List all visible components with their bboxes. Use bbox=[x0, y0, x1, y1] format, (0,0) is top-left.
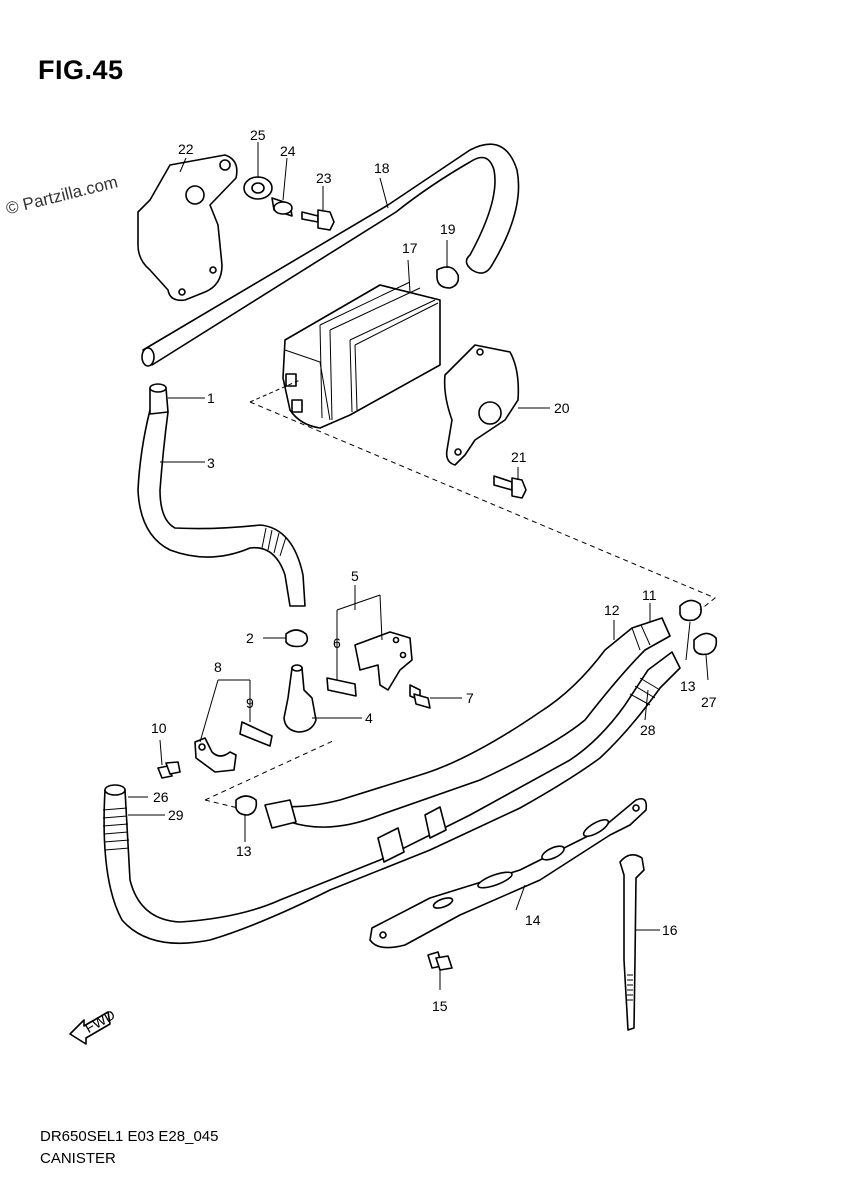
canister-17[interactable] bbox=[282, 281, 441, 429]
hose-11[interactable] bbox=[103, 651, 681, 945]
callout-1: 1 bbox=[207, 390, 215, 406]
callout-21: 21 bbox=[511, 449, 527, 465]
collar-24[interactable] bbox=[271, 197, 293, 217]
callout-8: 8 bbox=[214, 659, 222, 675]
callout-27: 27 bbox=[701, 694, 717, 710]
callout-11: 11 bbox=[642, 587, 657, 603]
callout-numbers: 1 2 3 4 5 6 7 8 9 10 11 12 13 13 14 15 1… bbox=[151, 127, 717, 1014]
bracket-20[interactable] bbox=[443, 344, 520, 466]
callout-5: 5 bbox=[351, 568, 359, 584]
callout-19: 19 bbox=[440, 221, 456, 237]
forward-arrow-icon: FWD bbox=[69, 1006, 118, 1045]
cushion-9[interactable] bbox=[239, 721, 273, 747]
bolt-7[interactable] bbox=[409, 684, 431, 709]
fitting-1[interactable] bbox=[149, 383, 169, 415]
callout-13-left: 13 bbox=[236, 843, 252, 859]
clamp-13-lower[interactable] bbox=[235, 795, 258, 816]
bolt-15[interactable] bbox=[427, 951, 453, 971]
leader-lines bbox=[128, 142, 716, 990]
callout-14: 14 bbox=[525, 912, 541, 928]
callout-10: 10 bbox=[151, 720, 167, 736]
callout-29: 29 bbox=[168, 807, 184, 823]
callout-24: 24 bbox=[280, 143, 296, 159]
grommet-25[interactable] bbox=[243, 176, 273, 200]
diagram-caption: CANISTER bbox=[40, 1150, 116, 1167]
callout-16: 16 bbox=[662, 922, 678, 938]
callout-26: 26 bbox=[153, 789, 169, 805]
clamp-27[interactable] bbox=[693, 632, 718, 656]
callout-4: 4 bbox=[365, 710, 373, 726]
bracket-5[interactable] bbox=[354, 631, 413, 691]
cushion-6[interactable] bbox=[326, 677, 357, 697]
bolt-23[interactable] bbox=[301, 209, 335, 231]
callout-9: 9 bbox=[246, 695, 254, 711]
clamp-2[interactable] bbox=[285, 629, 309, 648]
bolt-21[interactable] bbox=[493, 475, 527, 499]
callout-23: 23 bbox=[316, 170, 332, 186]
protector-29[interactable] bbox=[102, 807, 130, 851]
callout-7: 7 bbox=[466, 690, 474, 706]
valve-4[interactable] bbox=[283, 664, 317, 733]
hose-12[interactable] bbox=[269, 617, 671, 828]
callout-20: 20 bbox=[554, 400, 570, 416]
bracket-22[interactable] bbox=[137, 154, 238, 302]
callout-3: 3 bbox=[207, 455, 215, 471]
callout-18: 18 bbox=[374, 160, 390, 176]
callout-2: 2 bbox=[246, 630, 254, 646]
hose-18[interactable] bbox=[141, 143, 520, 367]
clamp-assembly-8[interactable] bbox=[194, 737, 237, 773]
callout-13-right: 13 bbox=[680, 678, 696, 694]
figure-title: FIG.45 bbox=[38, 55, 124, 85]
callout-12: 12 bbox=[604, 602, 620, 618]
sleeve-joint[interactable] bbox=[264, 799, 447, 863]
bracket-14[interactable] bbox=[369, 797, 648, 949]
bolt-10[interactable] bbox=[157, 761, 181, 779]
callout-6: 6 bbox=[333, 635, 341, 651]
callout-17: 17 bbox=[402, 240, 418, 256]
hose-3[interactable] bbox=[137, 409, 306, 607]
callout-22: 22 bbox=[178, 141, 194, 157]
callout-25: 25 bbox=[250, 127, 266, 143]
callout-28: 28 bbox=[640, 722, 656, 738]
diagram-code: DR650SEL1 E03 E28_045 bbox=[40, 1128, 219, 1145]
clamp-13-upper[interactable] bbox=[679, 599, 702, 622]
cable-tie-16[interactable] bbox=[619, 854, 645, 1031]
clamp-19[interactable] bbox=[436, 266, 460, 289]
fwd-label: FWD bbox=[82, 1006, 118, 1036]
callout-15: 15 bbox=[432, 998, 448, 1014]
